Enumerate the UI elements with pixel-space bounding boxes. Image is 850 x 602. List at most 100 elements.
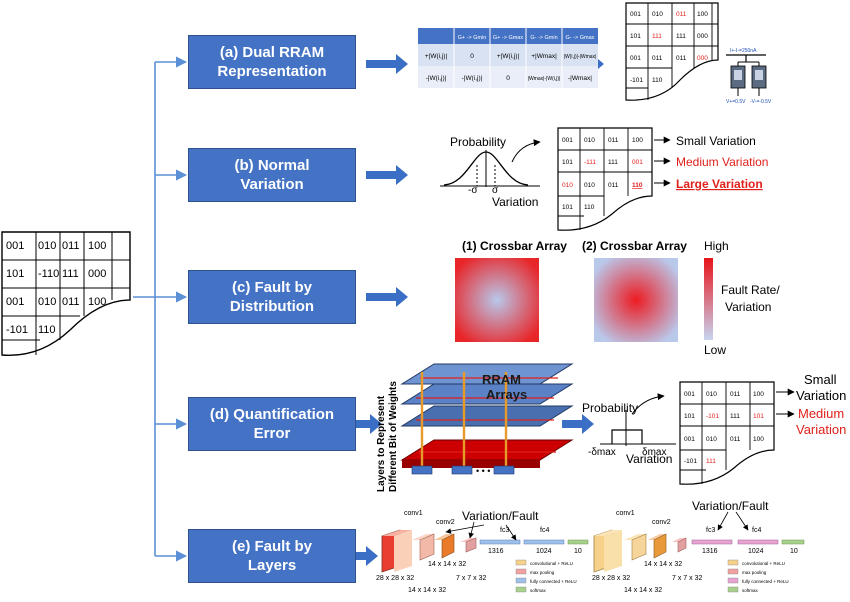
e-label: 10 — [574, 548, 582, 555]
box-b-line1: (b) Normal — [234, 157, 310, 174]
e-label: fc4 — [540, 527, 549, 534]
e-label: 1024 — [748, 548, 764, 555]
a-circuit-label: -V-=-0.5V — [750, 99, 772, 105]
connector-tree — [133, 56, 188, 562]
e-label: 10 — [790, 548, 798, 555]
a-table-cell: +|W(i,j)| — [425, 53, 448, 60]
d-legend: Small Variation Medium Variation — [796, 372, 846, 437]
c-low: Low — [704, 343, 726, 357]
a-table-cell: -|W(i,j)| — [462, 75, 483, 82]
box-b: (b) Normal Variation — [188, 148, 356, 202]
d-variation: Variation — [626, 452, 672, 466]
e-label: 7 x 7 x 32 — [456, 575, 486, 582]
d-matrix-cell: 001 — [684, 391, 695, 398]
box-c-line2: Distribution — [229, 298, 315, 315]
e-label: 14 x 14 x 32 — [624, 587, 662, 594]
e-label: conv1 — [404, 510, 423, 517]
e-legend-label: max pooling — [530, 570, 555, 575]
e-legend-swatch — [515, 559, 527, 566]
a-matrix-cell: -101 — [630, 77, 643, 84]
d-probability: Probability — [582, 401, 638, 415]
b-matrix-cell: 110 — [584, 204, 595, 211]
b-matrix-cell: 011 — [608, 137, 619, 144]
d-matrix-cell: 101 — [753, 413, 764, 420]
d-neg-delta: -δmax — [588, 447, 616, 458]
e-legend-swatch — [515, 577, 527, 584]
e-legend-swatch — [515, 568, 527, 575]
box-a-line2: Representation — [217, 63, 327, 80]
main-matrix-cell: -101 — [6, 324, 28, 336]
e-legend-swatch — [515, 586, 527, 593]
a-matrix-cell: 011 — [652, 55, 663, 62]
svg-text:Variation: Variation — [796, 422, 846, 437]
b-matrix-cell: 010 — [562, 182, 573, 189]
a-circuit-label: V+=0.5V — [726, 99, 746, 105]
main-matrix-cell: 011 — [62, 240, 80, 252]
b-matrix-cell: 001 — [632, 159, 643, 166]
d-side-label: Layers to Represent — [376, 395, 387, 492]
svg-text:• • •: • • • — [476, 466, 490, 476]
a-table-cell: -|W(i,j)| — [426, 75, 447, 82]
e-label: 1316 — [488, 548, 504, 555]
box-b-line2: Variation — [240, 176, 304, 193]
a-matrix-cell: 011 — [676, 11, 687, 18]
e-label: 7 x 7 x 32 — [672, 575, 702, 582]
e-network-2 — [593, 511, 805, 573]
a-table-cell: +|Wmax| — [531, 53, 557, 60]
a-matrix-cell: 010 — [652, 11, 663, 18]
svg-text:Variation: Variation — [796, 388, 846, 403]
e-label: conv2 — [436, 519, 455, 526]
b-matrix-cell: 001 — [562, 137, 573, 144]
e-label: 28 x 28 x 32 — [376, 575, 414, 582]
b-variation: Variation — [492, 195, 538, 209]
e-label: 14 x 14 x 32 — [408, 587, 446, 594]
e-var-fault-2: Variation/Fault — [692, 499, 769, 513]
svg-text:Different Bit of Weights: Different Bit of Weights — [388, 381, 399, 492]
b-matrix-cell: 010 — [584, 182, 595, 189]
main-matrix-cell: 110 — [38, 324, 56, 336]
a-table-cell: |Wmax|-|W(i,j)| — [528, 76, 561, 82]
main-matrix-cell: 101 — [6, 268, 24, 280]
a-matrix-cell: 000 — [697, 55, 708, 62]
c-fault2: Variation — [725, 300, 771, 314]
d-matrix-cell: 111 — [706, 458, 716, 465]
a-matrix-cell: 100 — [697, 11, 708, 18]
main-matrix-cell: 100 — [88, 240, 106, 252]
d-delta: δmax — [642, 447, 666, 458]
box-e-line2: Layers — [247, 557, 297, 574]
main-matrix-cell: -110 — [38, 268, 59, 280]
e-network-1 — [381, 521, 589, 573]
d-matrix-cell: 010 — [706, 436, 717, 443]
e-legend-swatch — [727, 577, 739, 584]
box-e: (e) Fault by Layers — [188, 529, 356, 583]
d-matrix-cell: 001 — [684, 436, 695, 443]
e-label: conv2 — [652, 519, 671, 526]
c-colorbar — [704, 258, 713, 340]
b-legend-medium: Medium Variation — [676, 155, 768, 169]
c-fault1: Fault Rate/ — [721, 283, 780, 297]
main-matrix-cell: 001 — [6, 240, 24, 252]
a-table-cell: 0 — [470, 53, 474, 60]
e-legend-label: softmax — [742, 588, 759, 593]
box-a: (a) Dual RRAM Representation — [188, 35, 356, 89]
e-label: 14 x 14 x 32 — [644, 561, 682, 568]
main-matrix-cell: 010 — [38, 240, 56, 252]
d-matrix-cell: 010 — [706, 391, 717, 398]
e-legend-label: convolutional + ReLU — [530, 561, 573, 566]
e-label: fc3 — [500, 527, 509, 534]
e-label: 28 x 28 x 32 — [592, 575, 630, 582]
e-label: fc4 — [752, 527, 761, 534]
b-probability: Probability — [450, 135, 506, 149]
e-label: 14 x 14 x 32 — [428, 561, 466, 568]
e-legend-swatch — [727, 559, 739, 566]
a-matrix-cell: 000 — [697, 33, 708, 40]
e-legend-label: fully connected + ReLU — [530, 579, 577, 584]
b-neg-sigma: -σ — [468, 185, 478, 196]
main-matrix-cell: 001 — [6, 296, 24, 308]
